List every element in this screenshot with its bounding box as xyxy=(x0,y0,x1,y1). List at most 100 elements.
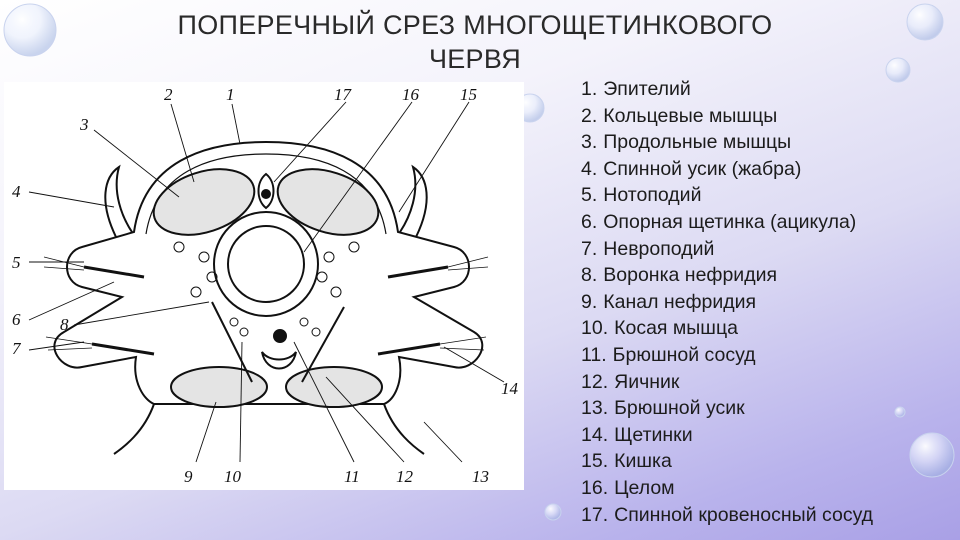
legend-number: 17. xyxy=(581,503,609,526)
legend-number: 14. xyxy=(581,423,609,446)
dorsal-cirrus-right xyxy=(399,164,428,238)
callout-4: 4 xyxy=(12,182,21,201)
legend-text: Спинной усик (жабра) xyxy=(603,157,802,180)
legend-number: 11. xyxy=(581,343,607,366)
drop-right-lower xyxy=(909,432,955,478)
legend-number: 8. xyxy=(581,264,598,287)
legend-item: 7.Невроподий xyxy=(581,236,951,263)
callout-15: 15 xyxy=(460,85,477,104)
legend-text: Щетинки xyxy=(614,423,693,446)
callout-3: 3 xyxy=(79,115,89,134)
gut-outer xyxy=(213,211,319,317)
legend-text: Целом xyxy=(614,476,675,499)
callout-6: 6 xyxy=(12,310,21,329)
oblique-muscle-left xyxy=(211,301,253,383)
legend-number: 15. xyxy=(581,450,609,473)
body-outline xyxy=(53,140,484,405)
dorsal-muscle-left xyxy=(152,168,256,236)
legend-number: 10. xyxy=(581,317,609,340)
drop-top-left xyxy=(3,3,57,57)
legend-item: 6.Опорная щетинка (ацикула) xyxy=(581,209,951,236)
legend-text: Канал нефридия xyxy=(603,290,757,313)
chaetae-bristles xyxy=(43,256,489,351)
legend-number: 9. xyxy=(581,290,598,313)
leader-lines xyxy=(28,101,505,463)
legend-number: 4. xyxy=(581,157,598,180)
drop-top-right xyxy=(906,3,944,41)
legend-number: 12. xyxy=(581,370,609,393)
legend-number: 1. xyxy=(581,78,598,100)
ventral-muscle-left xyxy=(170,366,268,408)
drop-small-right xyxy=(894,406,906,418)
legend-number: 6. xyxy=(581,210,598,233)
callout-13: 13 xyxy=(472,467,489,486)
legend-number: 13. xyxy=(581,397,609,420)
coelom-cells xyxy=(173,241,360,337)
callout-12: 12 xyxy=(396,467,414,486)
drop-right-upper xyxy=(885,57,911,83)
nerve-cord xyxy=(261,351,297,370)
legend-number: 3. xyxy=(581,131,598,154)
legend-item: 8.Воронка нефридия xyxy=(581,262,951,289)
drop-bottom-center xyxy=(544,503,562,521)
ventral-cirrus-left xyxy=(113,403,155,455)
legend-item: 4.Спинной усик (жабра) xyxy=(581,156,951,183)
callout-2: 2 xyxy=(164,85,173,104)
legend-item: 1.Эпителий xyxy=(581,76,951,103)
legend-item: 16.Целом xyxy=(581,475,951,502)
legend-item: 13.Брюшной усик xyxy=(581,395,951,422)
legend-text: Яичник xyxy=(614,370,680,393)
legend-item: 11.Брюшной сосуд xyxy=(581,342,951,369)
callout-5: 5 xyxy=(12,253,21,272)
ventral-vessel xyxy=(273,329,287,343)
worm-cross-section-diagram: 1 2 3 4 5 6 7 8 9 10 11 12 13 14 15 16 1… xyxy=(4,82,524,490)
slide-title: ПОПЕРЕЧНЫЙ СРЕЗ МНОГОЩЕТИНКОВОГО ЧЕРВЯ xyxy=(110,8,840,76)
legend-item: 9.Канал нефридия xyxy=(581,289,951,316)
aciculum-right-upper xyxy=(387,265,449,279)
legend-text: Невроподий xyxy=(603,237,715,260)
aciculum-left-upper xyxy=(83,265,145,279)
diagram-svg: 1 2 3 4 5 6 7 8 9 10 11 12 13 14 15 16 1… xyxy=(12,85,519,486)
callout-14: 14 xyxy=(501,379,519,398)
legend-text: Опорная щетинка (ацикула) xyxy=(603,210,857,233)
legend-item: 3.Продольные мышцы xyxy=(581,129,951,156)
legend-text: Эпителий xyxy=(603,78,691,100)
aciculum-left-lower xyxy=(91,342,155,356)
legend-item: 15.Кишка xyxy=(581,448,951,475)
legend-text: Нотоподий xyxy=(603,184,702,207)
legend-number: 16. xyxy=(581,476,609,499)
legend-item: 14.Щетинки xyxy=(581,422,951,449)
dorsal-cirrus-left xyxy=(104,164,133,238)
legend-text: Брюшной сосуд xyxy=(612,343,756,366)
callout-11: 11 xyxy=(344,467,360,486)
legend-text: Спинной кровеносный сосуд xyxy=(614,503,874,526)
oblique-muscle-right xyxy=(301,306,345,383)
callout-16: 16 xyxy=(402,85,420,104)
title-line-2: ЧЕРВЯ xyxy=(428,44,522,74)
legend-number: 2. xyxy=(581,104,598,127)
legend-item: 10.Косая мышца xyxy=(581,315,951,342)
legend-item: 12.Яичник xyxy=(581,369,951,396)
ventral-cirrus-right xyxy=(383,403,425,455)
callout-10: 10 xyxy=(224,467,242,486)
legend-text: Кишка xyxy=(614,450,672,473)
callout-8: 8 xyxy=(60,315,69,334)
gut-inner xyxy=(227,225,305,303)
aciculum-right-lower xyxy=(377,342,441,356)
legend-text: Кольцевые мышцы xyxy=(603,104,778,127)
ventral-muscle-right xyxy=(285,366,383,408)
legend-item: 17.Спинной кровеносный сосуд xyxy=(581,502,951,529)
legend-text: Косая мышца xyxy=(614,317,738,340)
legend-item: 2.Кольцевые мышцы xyxy=(581,103,951,130)
callout-1: 1 xyxy=(226,85,235,104)
legend-text: Брюшной усик xyxy=(614,397,745,420)
legend-text: Продольные мышцы xyxy=(603,131,792,154)
legend-list: 1.Эпителий 2.Кольцевые мышцы 3.Продольны… xyxy=(581,76,951,528)
callout-9: 9 xyxy=(184,467,193,486)
legend-item: 5.Нотоподий xyxy=(581,182,951,209)
callout-17: 17 xyxy=(334,85,353,104)
callout-7: 7 xyxy=(12,339,22,358)
legend-text: Воронка нефридия xyxy=(603,264,778,287)
title-line-1: ПОПЕРЕЧНЫЙ СРЕЗ МНОГОЩЕТИНКОВОГО xyxy=(177,10,773,40)
